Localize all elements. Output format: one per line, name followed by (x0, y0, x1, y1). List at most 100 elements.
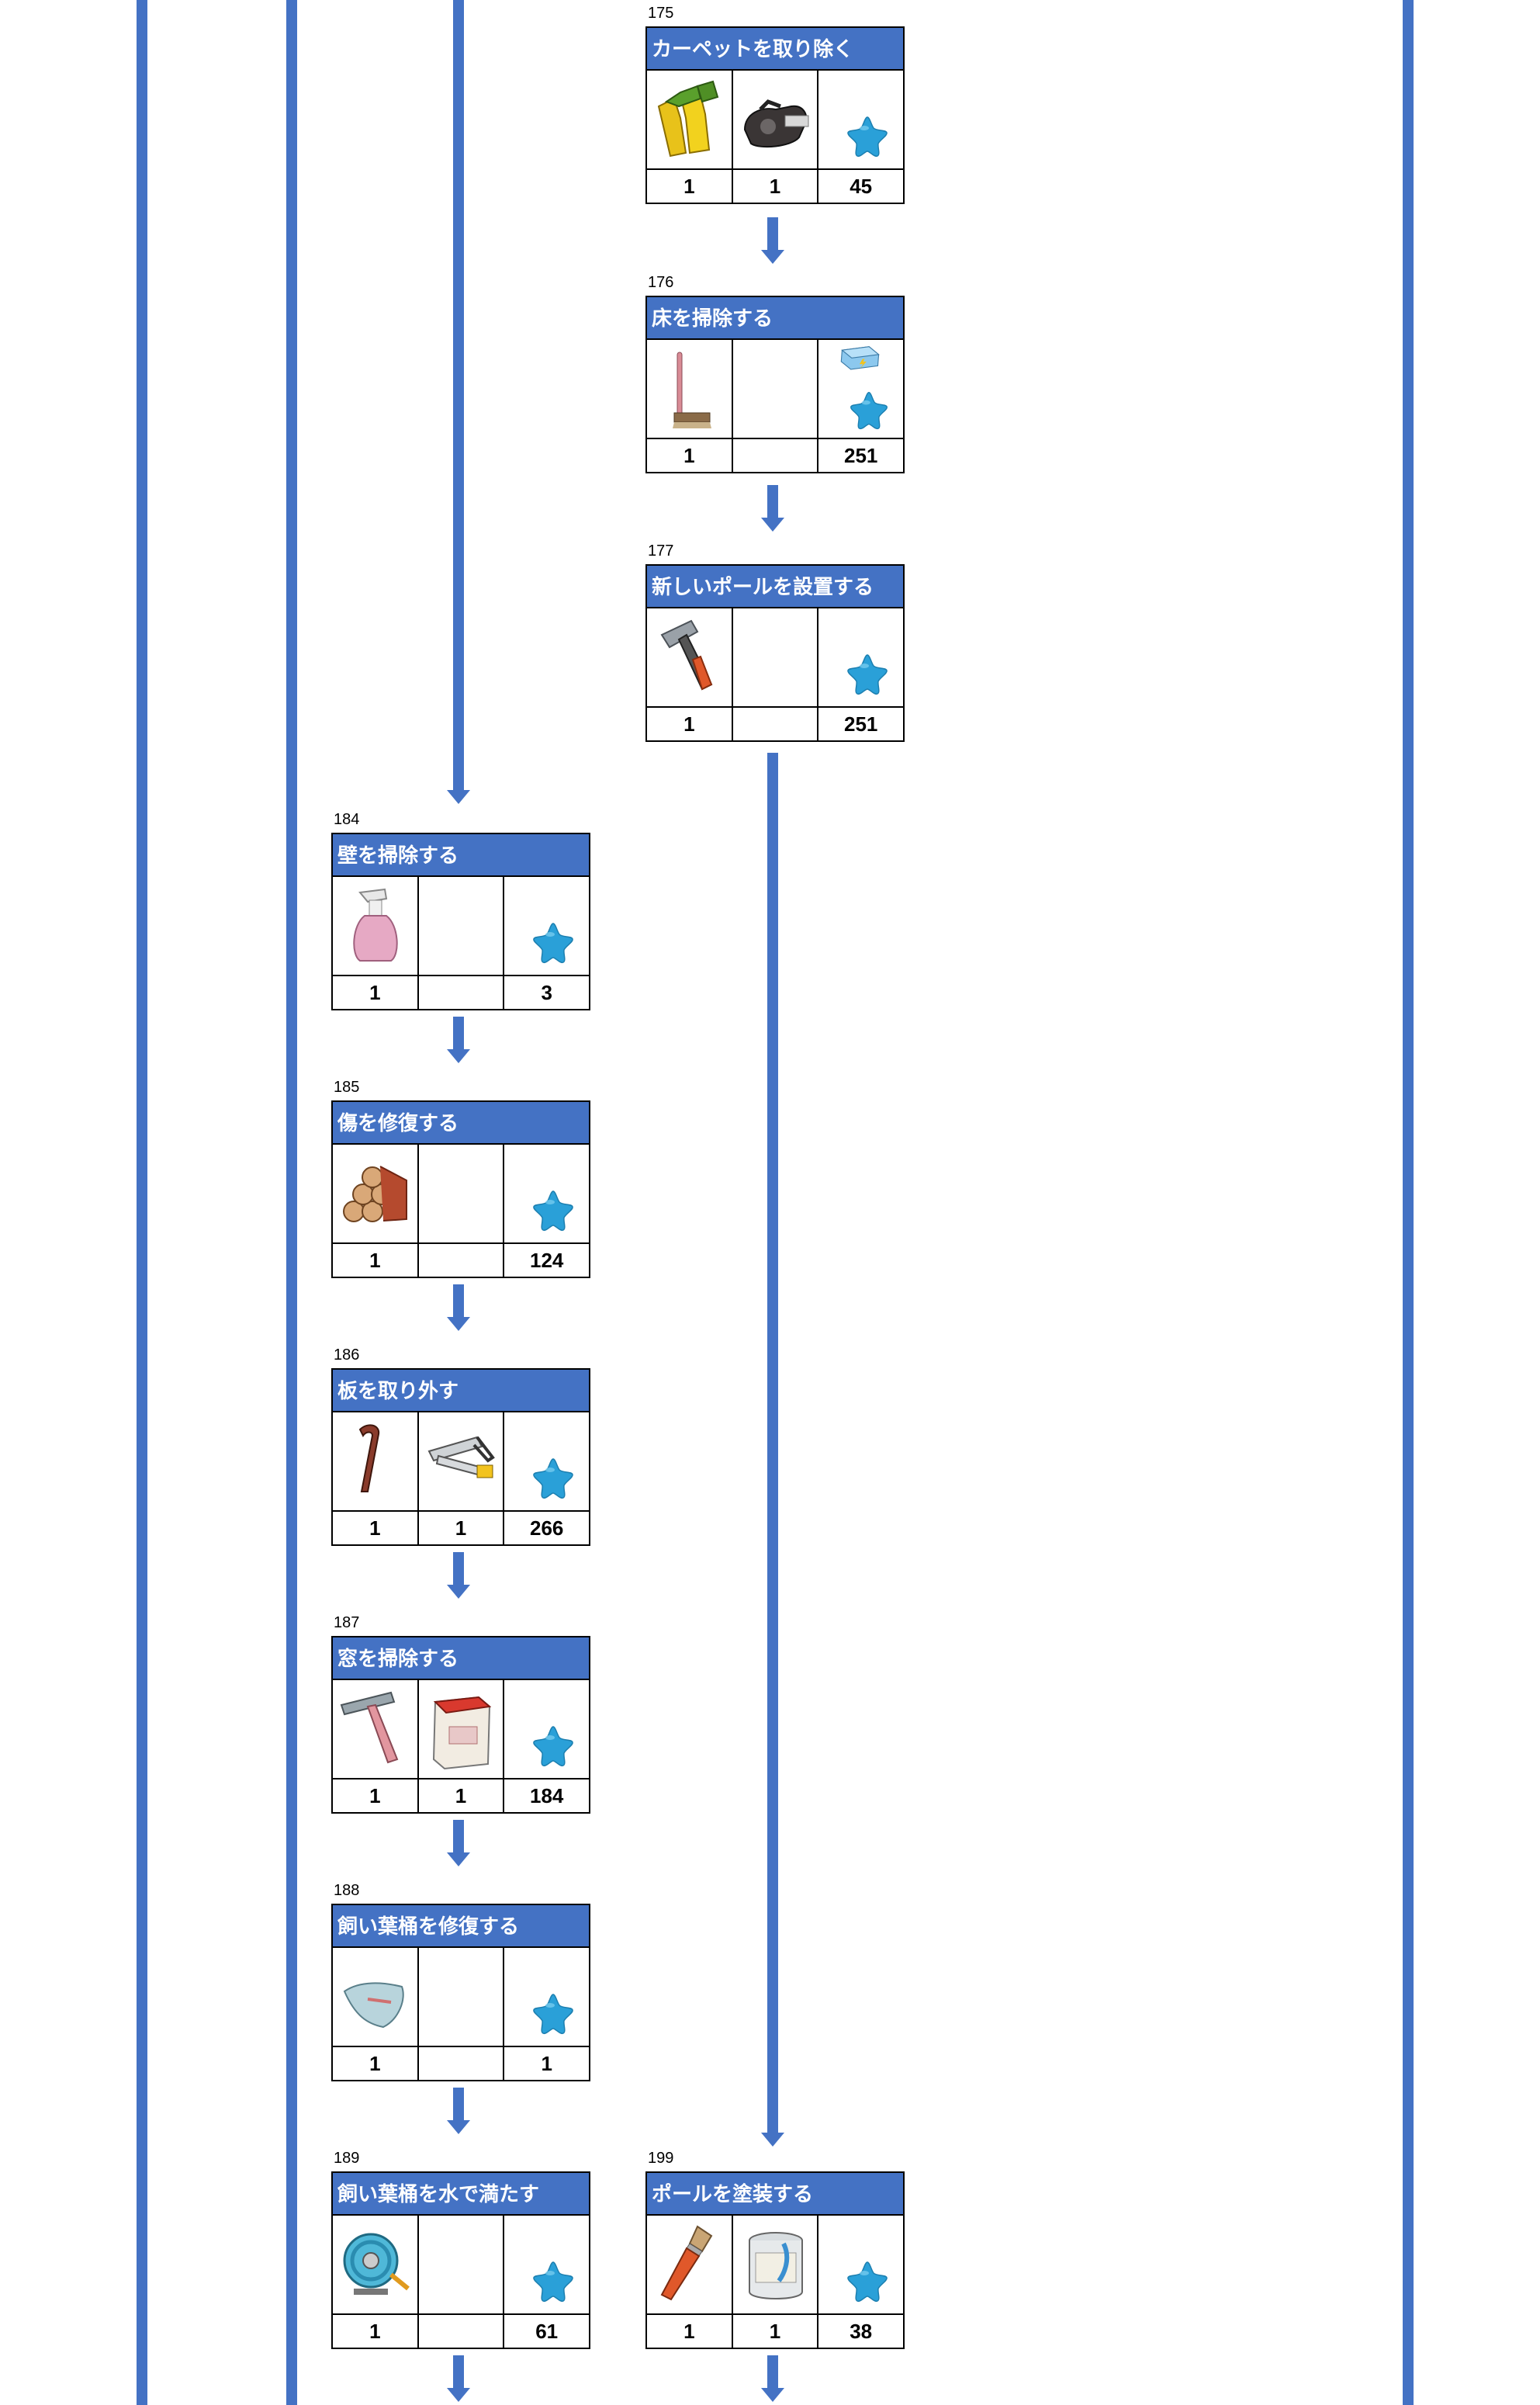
item-cell (647, 608, 733, 706)
arrow-head (761, 518, 784, 532)
arrow-head (447, 1317, 470, 1331)
task-card-189: 189 飼い葉桶を水で満たす 1 61 (331, 2150, 590, 2349)
item-cell (419, 877, 505, 975)
qty-cell: 1 (647, 439, 733, 472)
qty-cell (733, 439, 819, 472)
qty-cell (733, 708, 819, 740)
qty-cell: 38 (850, 2320, 873, 2343)
hammer-icon (660, 619, 713, 691)
cloth-icon (343, 1982, 404, 2029)
star-icon (849, 390, 889, 430)
item-cell (333, 1948, 419, 2046)
qty-cell: 1 (647, 708, 733, 740)
task-card-176: 176 床を掃除する 1 (645, 274, 905, 473)
task-card-187: 187 窓を掃除する 1 1 184 (331, 1614, 590, 1814)
star-icon (846, 2259, 889, 2303)
gloves-icon (657, 80, 719, 158)
arrow-head (761, 2133, 784, 2147)
qty-cell: 251 (843, 712, 878, 736)
flow-line-far-left (137, 0, 147, 2405)
paint-can-icon (748, 2232, 803, 2299)
task-number: 189 (334, 2150, 360, 2167)
item-cell (647, 340, 733, 438)
reward-cell (504, 2216, 589, 2313)
qty-cell: 184 (529, 1784, 564, 1807)
task-card-185: 185 傷を修復する 1 124 (331, 1079, 590, 1278)
qty-cell: 1 (733, 170, 819, 203)
qty-cell: 1 (733, 2315, 819, 2348)
star-icon (531, 1991, 575, 2035)
item-cell (647, 2216, 733, 2313)
toolbox-icon (841, 346, 881, 370)
task-title: カーペットを取り除く (647, 28, 903, 71)
qty-cell (419, 1244, 505, 1277)
saw-icon (427, 1436, 495, 1478)
star-icon (846, 114, 889, 158)
task-card-186: 186 板を取り外す 1 1 266 (331, 1346, 590, 1546)
item-cell (333, 1412, 419, 1510)
task-card-199: 199 ポールを塗装する (645, 2150, 905, 2349)
qty-cell: 1 (419, 1512, 505, 1544)
qty-cell: 1 (647, 2315, 733, 2348)
item-cell (733, 2216, 819, 2313)
qty-cell: 1 (333, 976, 419, 1009)
item-cell (419, 1948, 505, 2046)
star-icon (531, 2259, 575, 2303)
task-title: 窓を掃除する (333, 1637, 589, 1680)
reward-cell (504, 1948, 589, 2046)
star-icon (531, 920, 575, 964)
qty-cell: 1 (333, 1244, 419, 1277)
tape-measure-icon (743, 99, 809, 148)
task-title: 傷を修復する (333, 1102, 589, 1145)
task-number: 176 (648, 274, 674, 291)
qty-cell: 1 (419, 1779, 505, 1812)
task-title: 新しいポールを設置する (647, 566, 903, 608)
qty-cell: 1 (333, 1779, 419, 1812)
item-cell (419, 1680, 505, 1778)
star-icon (531, 1456, 575, 1499)
star-icon (531, 1188, 575, 1232)
task-title: 飼い葉桶を修復する (333, 1905, 589, 1948)
qty-cell (419, 2047, 505, 2080)
reward-cell (818, 71, 903, 168)
task-card-184: 184 壁を掃除する 1 3 (331, 811, 590, 1010)
star-icon (846, 652, 889, 695)
arrow-head (447, 1049, 470, 1063)
item-cell (419, 2216, 505, 2313)
task-number: 199 (648, 2150, 674, 2167)
arrow-head (447, 1852, 470, 1866)
qty-cell: 1 (333, 2047, 419, 2080)
qty-cell: 1 (333, 1512, 419, 1544)
reward-cell (818, 608, 903, 706)
qty-cell (419, 2315, 505, 2348)
flow-arrow-177-199 (767, 753, 778, 2133)
task-number: 188 (334, 1882, 360, 1899)
item-cell (647, 71, 733, 168)
arrow-head (447, 1585, 470, 1599)
task-card-188: 188 飼い葉桶を修復する 1 1 (331, 1882, 590, 2081)
task-number: 186 (334, 1346, 360, 1364)
arrow-head (447, 790, 470, 804)
hose-reel-icon (343, 2233, 410, 2295)
crowbar-icon (358, 1424, 380, 1492)
task-number: 185 (334, 1079, 360, 1096)
reward-cell (818, 2216, 903, 2313)
broom-icon (673, 352, 711, 428)
task-card-175: 175 カーペットを取り除く (645, 5, 905, 204)
squeegee-icon (340, 1691, 399, 1764)
flow-arrow-199-next (767, 2355, 778, 2388)
arrow-head (447, 2120, 470, 2134)
flow-arrow-188-189 (453, 2088, 464, 2120)
flow-arrow-175-176 (767, 217, 778, 250)
qty-cell: 251 (843, 444, 878, 467)
flow-arrow-189-next (453, 2355, 464, 2388)
task-number: 187 (334, 1614, 360, 1631)
qty-cell: 124 (529, 1249, 564, 1272)
qty-cell: 61 (535, 2320, 559, 2343)
flow-arrow-to-184 (453, 0, 464, 790)
item-cell (333, 2216, 419, 2313)
qty-cell: 266 (529, 1516, 564, 1540)
flow-arrow-186-187 (453, 1552, 464, 1585)
flow-line-left (286, 0, 297, 2405)
flow-line-far-right (1403, 0, 1414, 2405)
